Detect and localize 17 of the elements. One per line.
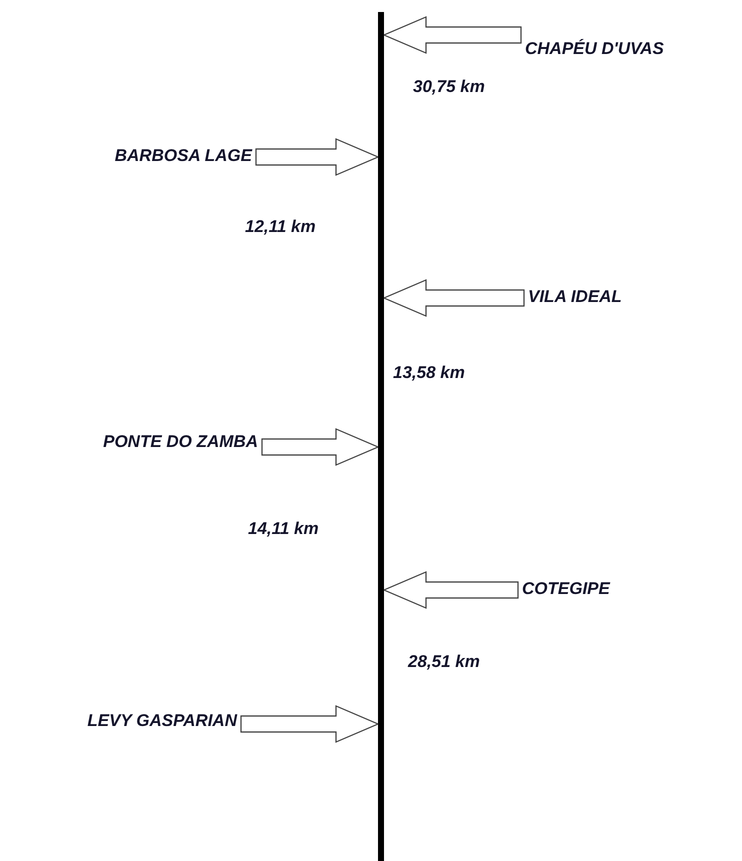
station-label: CHAPÉU D'UVAS: [525, 40, 664, 59]
block-arrow: [255, 138, 380, 176]
distance-label: 28,51 km: [408, 653, 480, 672]
station-label: COTEGIPE: [522, 580, 610, 599]
station-label: VILA IDEAL: [528, 288, 622, 307]
block-arrow: [382, 279, 525, 317]
distance-label: 14,11 km: [248, 520, 319, 539]
station-label: PONTE DO ZAMBA: [103, 433, 258, 452]
block-arrow: [382, 571, 519, 609]
block-arrow: [240, 705, 380, 743]
distance-label: 30,75 km: [413, 78, 485, 97]
station-label: LEVY GASPARIAN: [87, 712, 237, 731]
block-arrow: [261, 428, 380, 466]
distance-label: 13,58 km: [393, 364, 465, 383]
distance-label: 12,11 km: [245, 218, 316, 237]
block-arrow: [382, 16, 522, 54]
station-label: BARBOSA LAGE: [114, 147, 252, 166]
